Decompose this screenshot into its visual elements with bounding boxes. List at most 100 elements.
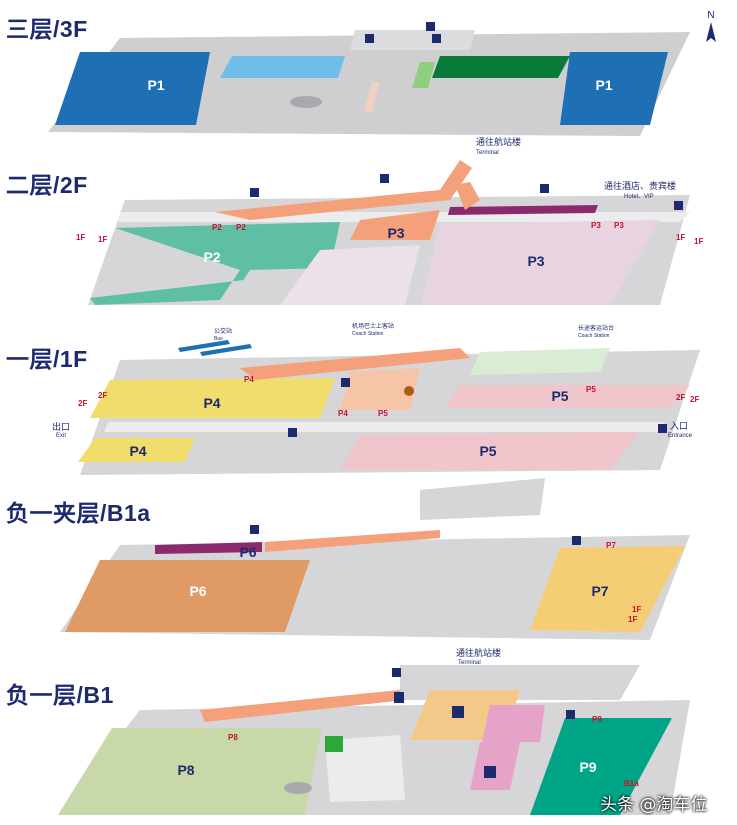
restroom-icon-b1 (392, 668, 401, 677)
zone-p5-lower-label: P5 (479, 443, 496, 459)
zone-p7[interactable] (530, 546, 685, 632)
coach-label-en: Coach Station (352, 331, 384, 337)
zone-p1-left[interactable] (55, 52, 210, 125)
tag-1f-b1a-a: 1F (632, 605, 641, 614)
tag-1f-left: 1F (76, 233, 85, 242)
rotunda-b1 (284, 782, 312, 794)
zone-p6-tag-label: P6 (239, 544, 256, 560)
zone-p3-large[interactable] (420, 220, 660, 305)
zone-p4-upper[interactable] (90, 378, 335, 418)
floor-b1a-core (420, 478, 545, 520)
floor-3f: P1 P1 (48, 22, 690, 136)
tag-2f-right-2: 2F (690, 395, 699, 404)
zone-p4-lower-label: P4 (129, 443, 146, 459)
zone-dark-green (432, 56, 570, 78)
zone-p7-label: P7 (591, 583, 608, 599)
zone-p4-upper-label: P4 (203, 395, 220, 411)
tag-p8: P8 (228, 733, 238, 742)
tag-p2-b: P2 (236, 223, 246, 232)
tag-1f-right-2: 1F (694, 237, 703, 246)
tag-2f-left-2: 2F (98, 391, 107, 400)
zone-p2[interactable] (90, 222, 340, 305)
floor-b1a: P6 P6 P7 P7 1F 1F (60, 478, 690, 640)
elevator-icon-b1a (572, 536, 581, 545)
hotel-label-cn: 通往酒店、贵宾楼 (604, 180, 676, 191)
floor-title-b1: 负一层/B1 (6, 682, 114, 708)
accessible-icon-2f (250, 188, 259, 197)
zone-p6[interactable] (65, 560, 310, 632)
info-point-icon (404, 386, 414, 396)
coach-label-cn: 机场巴士上客站 (352, 322, 394, 330)
north-arrow-icon (706, 22, 716, 42)
floor-title-b1a: 负一夹层/B1a (6, 500, 151, 526)
exit-label-cn: 出口 (52, 421, 70, 432)
restroom-icon (365, 34, 374, 43)
hotel-label-en: Hotel、VIP (624, 194, 654, 200)
zone-p1-right[interactable] (560, 52, 668, 125)
tag-p9: P9 (592, 715, 602, 724)
help-icon (394, 692, 404, 703)
tag-2f-left: 2F (78, 399, 87, 408)
compass: N (706, 10, 716, 42)
entrance-label-cn: 入口 (670, 421, 688, 431)
entrance-icon (658, 424, 667, 433)
tag-1f-b1a-b: 1F (628, 615, 637, 624)
emergency-exit-icon (325, 736, 343, 752)
corridor-1f (104, 422, 665, 432)
zone-p3-large-label: P3 (527, 253, 544, 269)
zone-p3-small[interactable] (280, 245, 420, 305)
walkway-1f-core (340, 368, 420, 410)
compass-label: N (707, 10, 714, 21)
zone-p6-label: P6 (189, 583, 206, 599)
accessible-icon (426, 22, 435, 31)
concourse-b1 (325, 735, 405, 802)
elevator-icon-1f (288, 428, 297, 437)
zone-p8[interactable] (58, 728, 322, 815)
elevator-icon-b1 (566, 710, 575, 719)
tag-p4-b: P4 (338, 409, 348, 418)
purple-strip-2f (448, 205, 598, 215)
walkway-2f-main (215, 160, 472, 220)
tag-p4: P4 (244, 375, 254, 384)
floor-2f: P2 P3 P3 通往航站楼 Terminal 通往酒店、贵宾楼 Hotel、V… (76, 136, 703, 305)
zone-p2-label: P2 (203, 249, 220, 265)
zone-light-blue (220, 56, 345, 78)
walkway-2f-core (350, 210, 440, 240)
coach2-label-en: Coach Station (578, 333, 610, 339)
metro-icon-b (484, 766, 496, 778)
tag-1f-left-2: 1F (98, 235, 107, 244)
core-3f (350, 30, 475, 50)
floor-b1: P8 P9 通往航站楼 Terminal P8 P9 B1a (58, 647, 690, 815)
entrance-label-en: Entrance (668, 433, 693, 439)
terminal-label-en-2f: Terminal (476, 150, 499, 156)
walkway-b1 (200, 690, 405, 722)
zone-p4-lower[interactable] (78, 438, 195, 462)
bus-label-en: Bus (214, 336, 223, 342)
bus-stripes (178, 340, 252, 356)
zone-p1-right-label: P1 (595, 77, 612, 93)
tag-2f-right: 2F (676, 393, 685, 402)
tag-p5: P5 (378, 409, 388, 418)
elevator-icon (432, 34, 441, 43)
zone-p5-lower[interactable] (340, 432, 640, 470)
walkway-1f-main (240, 348, 470, 380)
zone-p5-upper-label: P5 (551, 388, 568, 404)
zone-p5-upper[interactable] (445, 385, 690, 408)
watermark: 头条 @淘车位 (600, 795, 708, 815)
accessible-icon-1f (341, 378, 350, 387)
floor-1f: P4 P4 P5 P5 公交站 Bus 机场巴士上客站 Coach Statio… (52, 322, 700, 475)
walkway-b1a (265, 530, 440, 552)
tag-p3-b: P3 (614, 221, 624, 230)
zone-p9[interactable] (530, 718, 672, 815)
restroom-icon-b1a (250, 525, 259, 534)
coach-area (470, 348, 610, 375)
coach2-label-cn: 长途客运站台 (578, 324, 614, 332)
rotunda-3f (290, 96, 322, 108)
terminal-label-cn-b1: 通往航站楼 (456, 647, 501, 658)
terminal-label-en-b1: Terminal (458, 660, 481, 666)
zone-pink-a (482, 705, 545, 742)
zone-p1-left-label: P1 (147, 77, 164, 93)
floor-title-1f: 一层/1F (6, 346, 88, 372)
